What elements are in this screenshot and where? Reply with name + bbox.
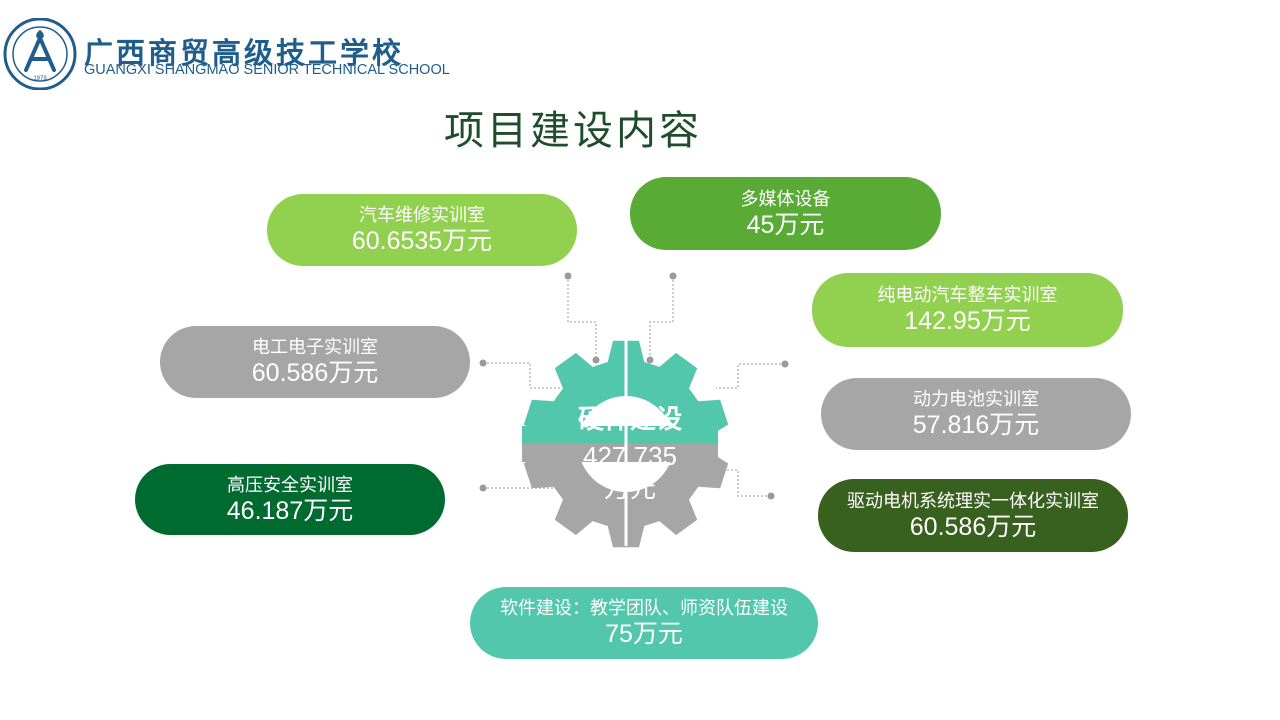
item-label: 纯电动汽车整车实训室 (877, 285, 1058, 305)
item-drive-motor-lab: 驱动电机系统理实一体化实训室 60.586万元 (818, 479, 1128, 552)
item-value: 57.816万元 (912, 411, 1040, 439)
item-ev-vehicle-lab: 纯电动汽车整车实训室 142.95万元 (812, 273, 1123, 347)
item-label: 电工电子实训室 (252, 337, 378, 357)
item-label: 驱动电机系统理实一体化实训室 (847, 490, 1099, 511)
center-value: 427.735 万元 (560, 440, 700, 504)
item-value: 142.95万元 (904, 307, 1031, 335)
item-power-battery-lab: 动力电池实训室 57.816万元 (821, 378, 1131, 450)
item-label: 高压安全实训室 (227, 474, 353, 495)
item-value: 46.187万元 (226, 496, 354, 525)
item-value: 60.6535万元 (351, 227, 493, 255)
school-logo: 1979 (3, 18, 77, 90)
school-name-en: GUANGXI SHANGMAO SENIOR TECHNICAL SCHOOL (84, 62, 450, 78)
center-unit: 万元 (603, 473, 656, 503)
item-value: 45万元 (746, 210, 825, 239)
item-label: 汽车维修实训室 (359, 205, 485, 225)
item-value: 60.586万元 (909, 512, 1037, 541)
school-name-cn: 广西商贸高级技工学校 (84, 36, 405, 70)
item-label: 动力电池实训室 (913, 389, 1039, 409)
connector-dots (479, 272, 789, 500)
item-high-voltage-safety-lab: 高压安全实训室 46.187万元 (135, 464, 445, 535)
connector-lines (483, 276, 785, 497)
item-value: 75万元 (605, 620, 683, 648)
item-software-construction: 软件建设：教学团队、师资队伍建设 75万元 (470, 587, 818, 659)
slide-title: 项目建设内容 (444, 108, 702, 154)
item-electrical-electronic-lab: 电工电子实训室 60.586万元 (160, 326, 470, 398)
item-label: 多媒体设备 (740, 188, 831, 209)
center-label: 硬件建设 (577, 405, 682, 435)
center-amount: 427.735 (583, 441, 677, 471)
item-auto-repair-lab: 汽车维修实训室 60.6535万元 (267, 194, 577, 266)
item-value: 60.586万元 (251, 359, 379, 387)
item-label: 软件建设：教学团队、师资队伍建设 (500, 598, 788, 618)
logo-year: 1979 (33, 76, 47, 82)
item-multimedia-equipment: 多媒体设备 45万元 (630, 177, 941, 250)
